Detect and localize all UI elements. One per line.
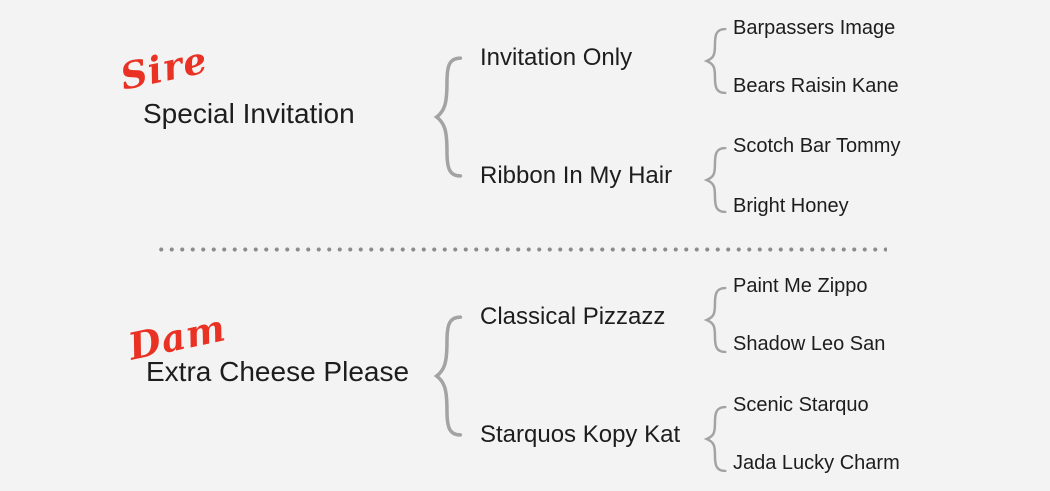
dam-parent-1-name: Classical Pizzazz (480, 303, 666, 330)
dam-grandparent-4-name: Jada Lucky Charm (733, 452, 900, 474)
sire-parent-1-name: Invitation Only (480, 44, 633, 71)
sire-role-label: Sire (116, 37, 212, 99)
sire-brace (430, 55, 466, 179)
sire-parent-2-name: Ribbon In My Hair (480, 162, 673, 189)
dam-name: Extra Cheese Please (146, 356, 410, 387)
section-divider (156, 245, 887, 253)
sire-grandparent-2-name: Bears Raisin Kane (733, 75, 899, 97)
dam-brace (430, 314, 466, 438)
dam-parent-1-brace (703, 286, 729, 354)
dam-parent-2-brace (703, 405, 729, 473)
sire-parent-2-brace (703, 146, 729, 214)
sire-grandparent-4-name: Bright Honey (733, 195, 849, 217)
sire-parent-1-brace (703, 27, 729, 95)
sire-grandparent-3-name: Scotch Bar Tommy (733, 135, 901, 157)
dam-parent-2-name: Starquos Kopy Kat (480, 421, 681, 448)
sire-grandparent-1-name: Barpassers Image (733, 17, 896, 39)
dam-grandparent-2-name: Shadow Leo San (733, 333, 886, 355)
sire-name: Special Invitation (143, 98, 355, 129)
dam-grandparent-1-name: Paint Me Zippo (733, 275, 868, 297)
dam-grandparent-3-name: Scenic Starquo (733, 394, 869, 416)
